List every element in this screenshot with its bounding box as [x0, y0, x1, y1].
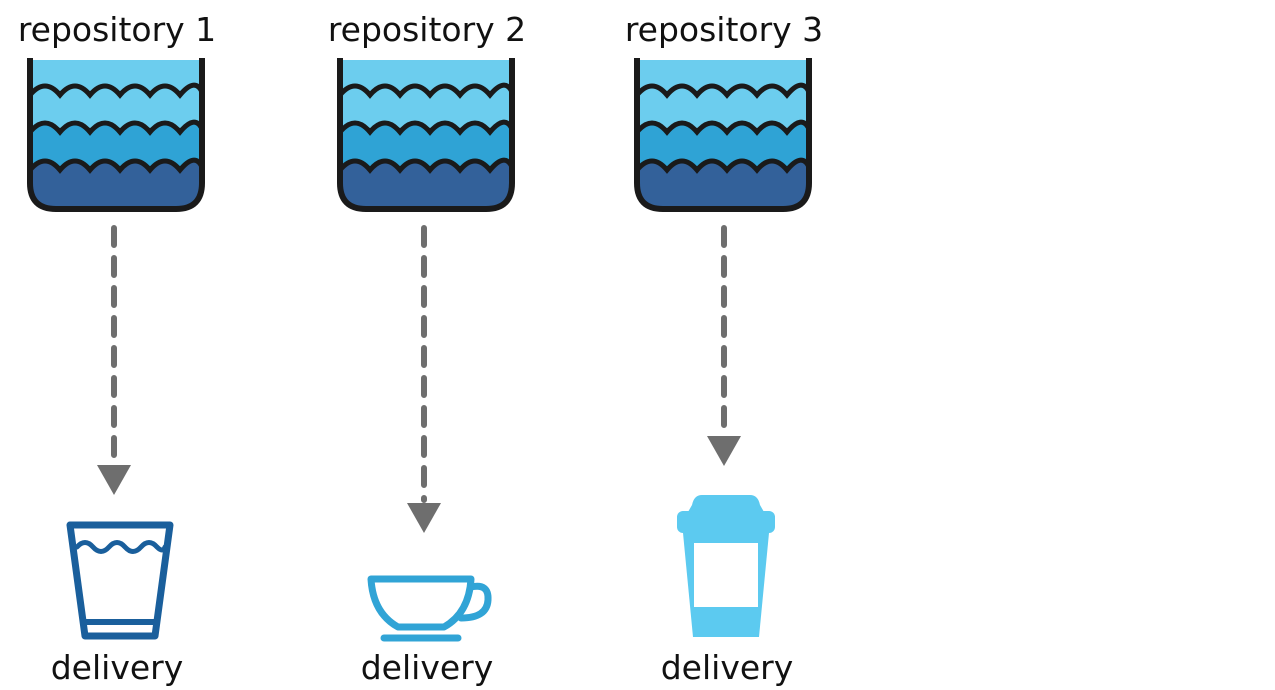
wave-line-top — [27, 82, 205, 99]
wave-line-bottom — [337, 157, 515, 174]
repository-3-label: repository 3 — [625, 10, 823, 49]
water-deep-layer — [637, 159, 809, 209]
wave-line-middle — [27, 119, 205, 136]
water-deep-layer — [340, 159, 512, 209]
wave-line-bottom — [634, 157, 812, 174]
repository-1-label: repository 1 — [18, 10, 216, 49]
column-2: repository 2 delivery — [328, 10, 526, 687]
dashed-arrow — [97, 225, 131, 495]
column-3: repository 3 delivery — [625, 10, 823, 687]
column-1: repository 1 delivery — [18, 10, 216, 687]
water-tank-icon — [27, 58, 205, 212]
wave-line-bottom — [27, 157, 205, 174]
tank-outline — [337, 58, 515, 212]
tank-outline — [634, 58, 812, 212]
water-tank-icon — [634, 58, 812, 212]
wave-line-top — [337, 82, 515, 99]
dashed-arrow — [707, 225, 741, 466]
dashed-arrow — [407, 225, 441, 533]
delivery-2-label: delivery — [361, 648, 494, 687]
delivery-3-label: delivery — [661, 648, 794, 687]
takeaway-cup-icon — [677, 495, 775, 637]
wave-line-top — [634, 82, 812, 99]
wave-line-middle — [634, 119, 812, 136]
wave-line-middle — [337, 119, 515, 136]
coffee-cup-icon — [367, 575, 492, 642]
tank-outline — [27, 58, 205, 212]
repository-2-label: repository 2 — [328, 10, 526, 49]
delivery-1-label: delivery — [51, 648, 184, 687]
water-tank-icon — [337, 58, 515, 212]
water-glass-icon — [66, 521, 174, 640]
water-deep-layer — [30, 159, 202, 209]
